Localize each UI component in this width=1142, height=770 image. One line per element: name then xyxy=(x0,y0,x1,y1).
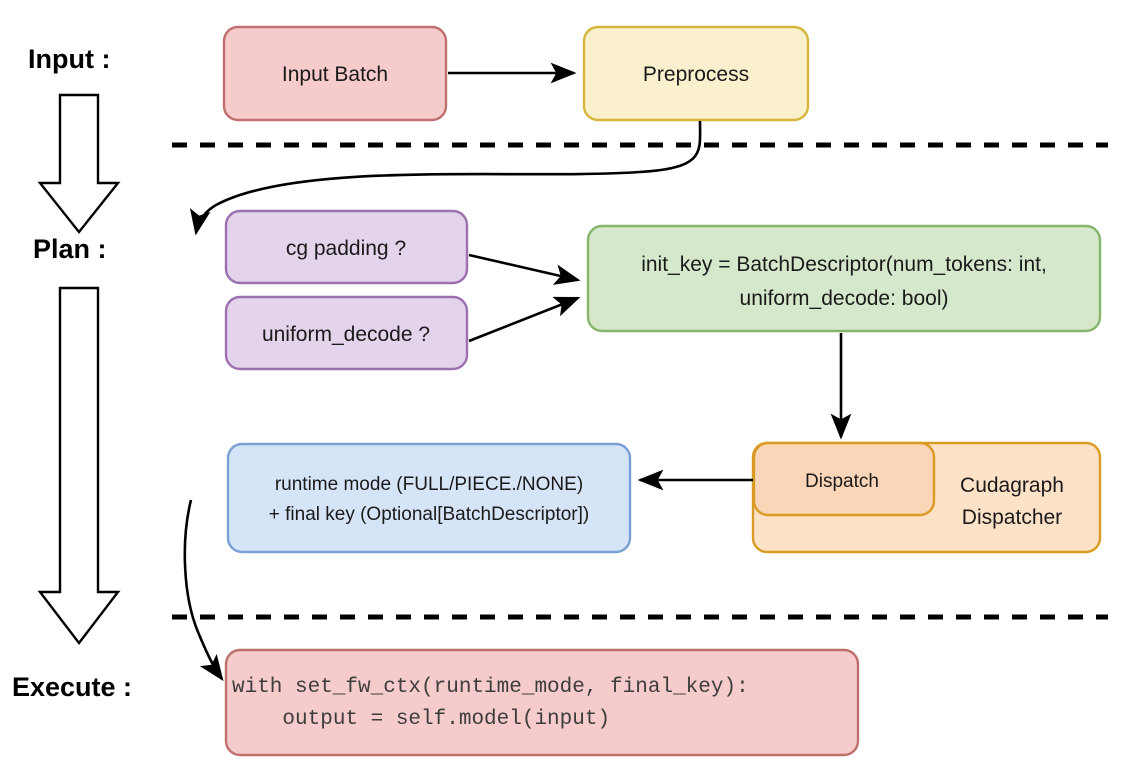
runtime-mode-box xyxy=(226,442,632,554)
node-preprocess: Preprocess xyxy=(582,25,810,122)
node-uniform-decode: uniform_decode ? xyxy=(224,295,469,371)
code-line-2: output = self.model(input) xyxy=(232,708,610,731)
cg-padding-box xyxy=(224,209,469,285)
init-key-line-1: init_key = BatchDescriptor(num_tokens: i… xyxy=(641,253,1047,276)
stage-label-execute: Execute : xyxy=(12,672,132,702)
edge-runtime-mode-to-code-block xyxy=(183,499,224,682)
preprocess-label: Preprocess xyxy=(643,63,749,86)
cg-padding-label: cg padding ? xyxy=(286,237,406,260)
dispatch-box xyxy=(752,441,936,517)
edge-preprocess-to-plan xyxy=(189,120,702,236)
code-line-1: with set_fw_ctx(runtime_mode, final_key)… xyxy=(232,676,749,699)
node-cg-padding: cg padding ? xyxy=(224,209,469,285)
dispatch-label: Dispatch xyxy=(805,471,879,492)
node-dispatch: Dispatch xyxy=(752,441,936,517)
init-key-line-2: uniform_decode: bool) xyxy=(740,287,949,310)
stage-label-plan: Plan : xyxy=(33,234,107,264)
input-batch-label: Input Batch xyxy=(282,63,388,86)
uniform-decode-label: uniform_decode ? xyxy=(262,323,430,346)
node-runtime-mode: runtime mode (FULL/PIECE./NONE) + final … xyxy=(226,442,632,554)
preprocess-box xyxy=(582,25,810,122)
runtime-mode-line-1: runtime mode (FULL/PIECE./NONE) xyxy=(275,474,583,495)
code-block-box xyxy=(224,648,860,757)
node-code-block: with set_fw_ctx(runtime_mode, final_key)… xyxy=(224,648,860,757)
node-input-batch: Input Batch xyxy=(222,25,448,122)
stage-flow-arrow-plan-to-execute xyxy=(37,286,121,645)
init-key-box xyxy=(586,224,1102,333)
cudagraph-dispatcher-line-2: Dispatcher xyxy=(962,506,1062,529)
cudagraph-dispatcher-line-1: Cudagraph xyxy=(960,474,1064,497)
edge-uniform-decode-to-init-key xyxy=(468,296,581,343)
node-init-key: init_key = BatchDescriptor(num_tokens: i… xyxy=(586,224,1102,333)
stage-flow-arrow-input-to-plan xyxy=(37,93,121,234)
edge-cg-padding-to-init-key xyxy=(468,253,581,285)
stage-label-input: Input : xyxy=(28,44,110,74)
runtime-mode-line-2: + final key (Optional[BatchDescriptor]) xyxy=(269,504,590,525)
input-batch-box xyxy=(222,25,448,122)
uniform-decode-box xyxy=(224,295,469,371)
